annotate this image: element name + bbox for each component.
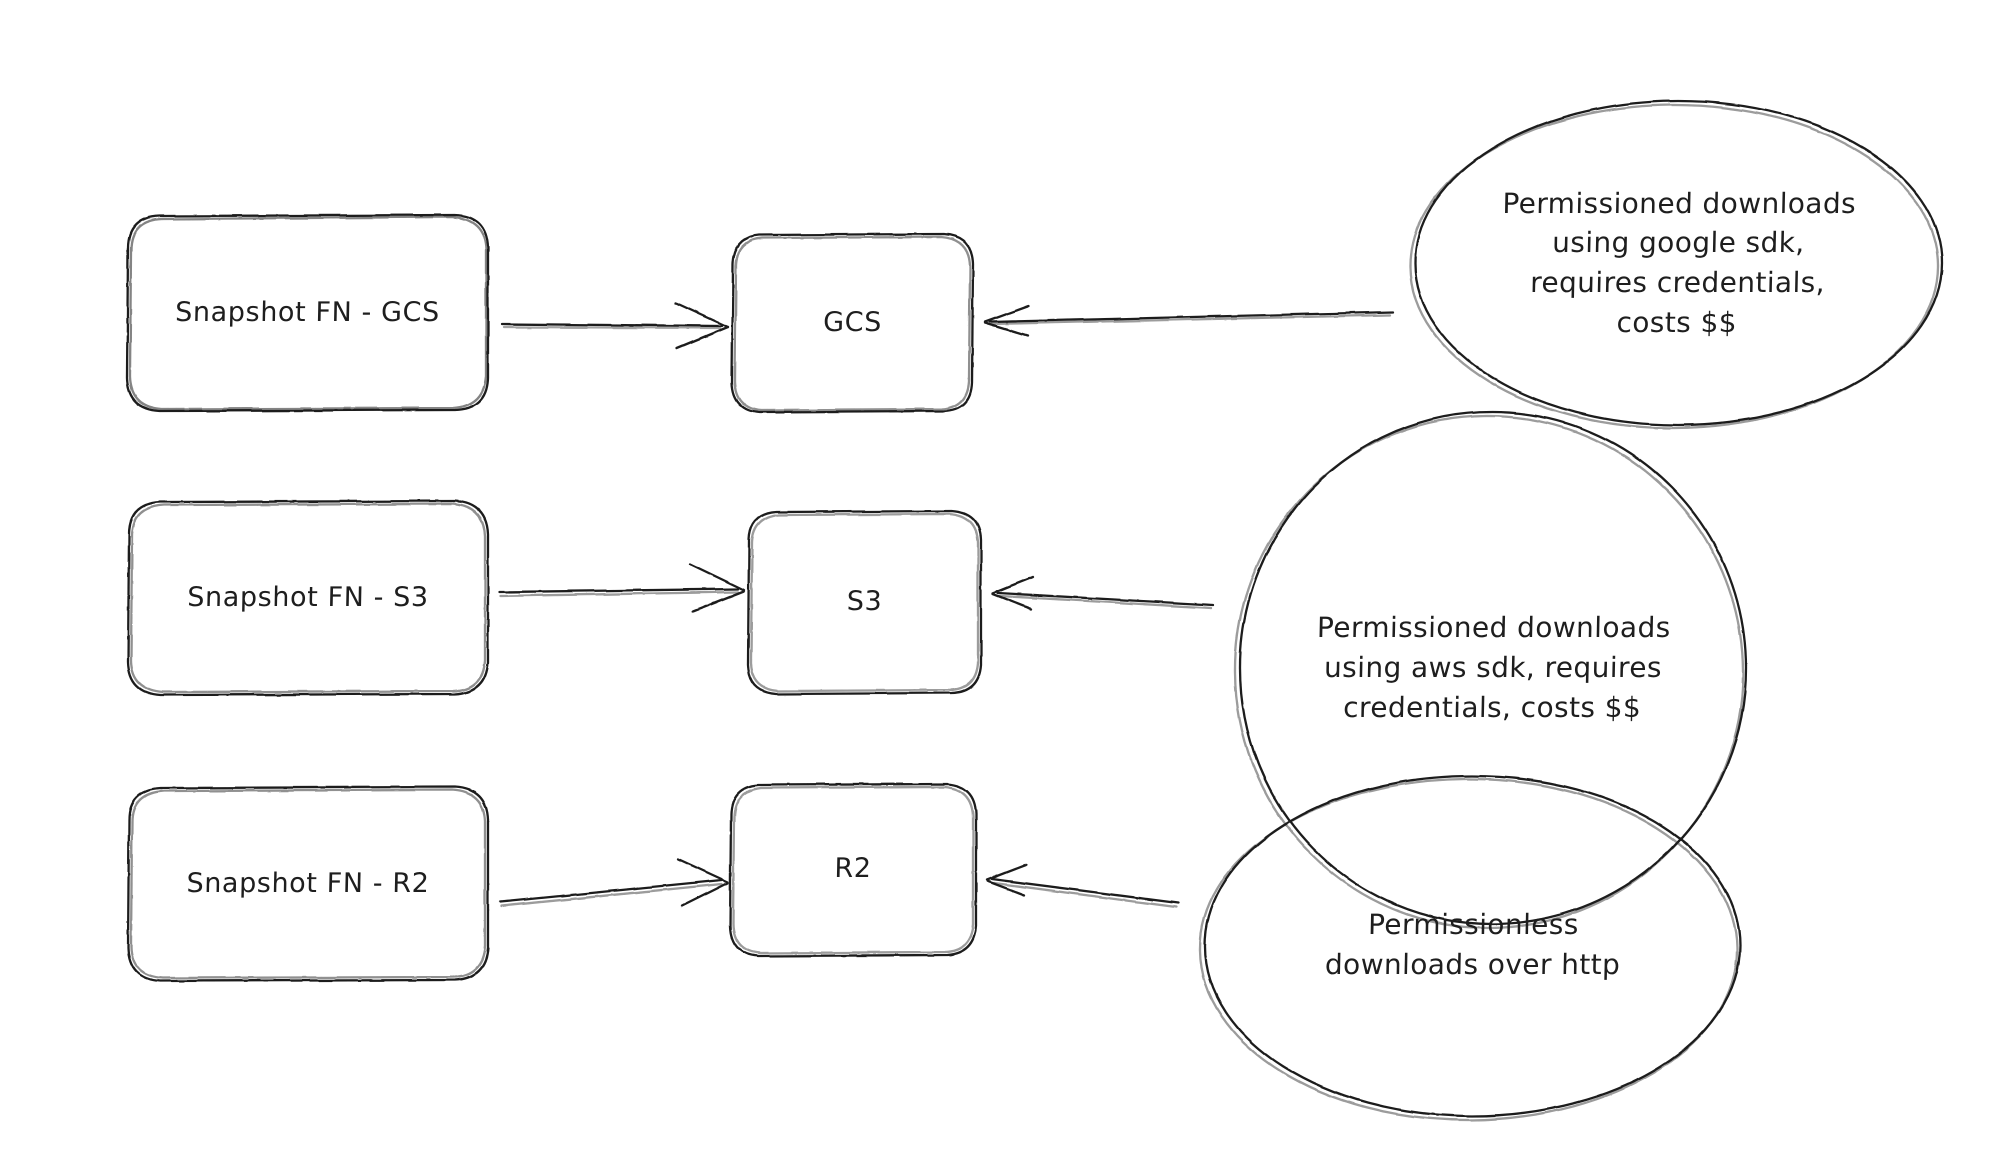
node-snapshot-fn-gcs-shape[interactable] xyxy=(125,213,490,413)
ellipse-note-s3-shape[interactable] xyxy=(1233,410,1748,930)
node-snapshot-fn-s3-shape[interactable] xyxy=(126,499,490,697)
arrow-snapshot-fn-s3-to-s3 xyxy=(498,562,746,613)
ellipse-note-r2-shape[interactable] xyxy=(1198,774,1742,1122)
arrow-note-gcs-to-gcs xyxy=(983,304,1395,338)
node-s3-shape[interactable] xyxy=(746,509,983,696)
ellipse-note-gcs-shape[interactable] xyxy=(1408,99,1944,430)
node-r2-shape[interactable] xyxy=(728,782,978,958)
arrow-snapshot-fn-r2-to-r2 xyxy=(498,857,730,908)
arrow-note-r2-to-r2 xyxy=(985,863,1180,909)
arrow-note-s3-to-s3 xyxy=(991,575,1215,611)
node-gcs-shape[interactable] xyxy=(730,232,975,414)
node-snapshot-fn-r2-shape[interactable] xyxy=(126,785,490,983)
arrow-snapshot-fn-gcs-to-gcs xyxy=(500,301,730,350)
